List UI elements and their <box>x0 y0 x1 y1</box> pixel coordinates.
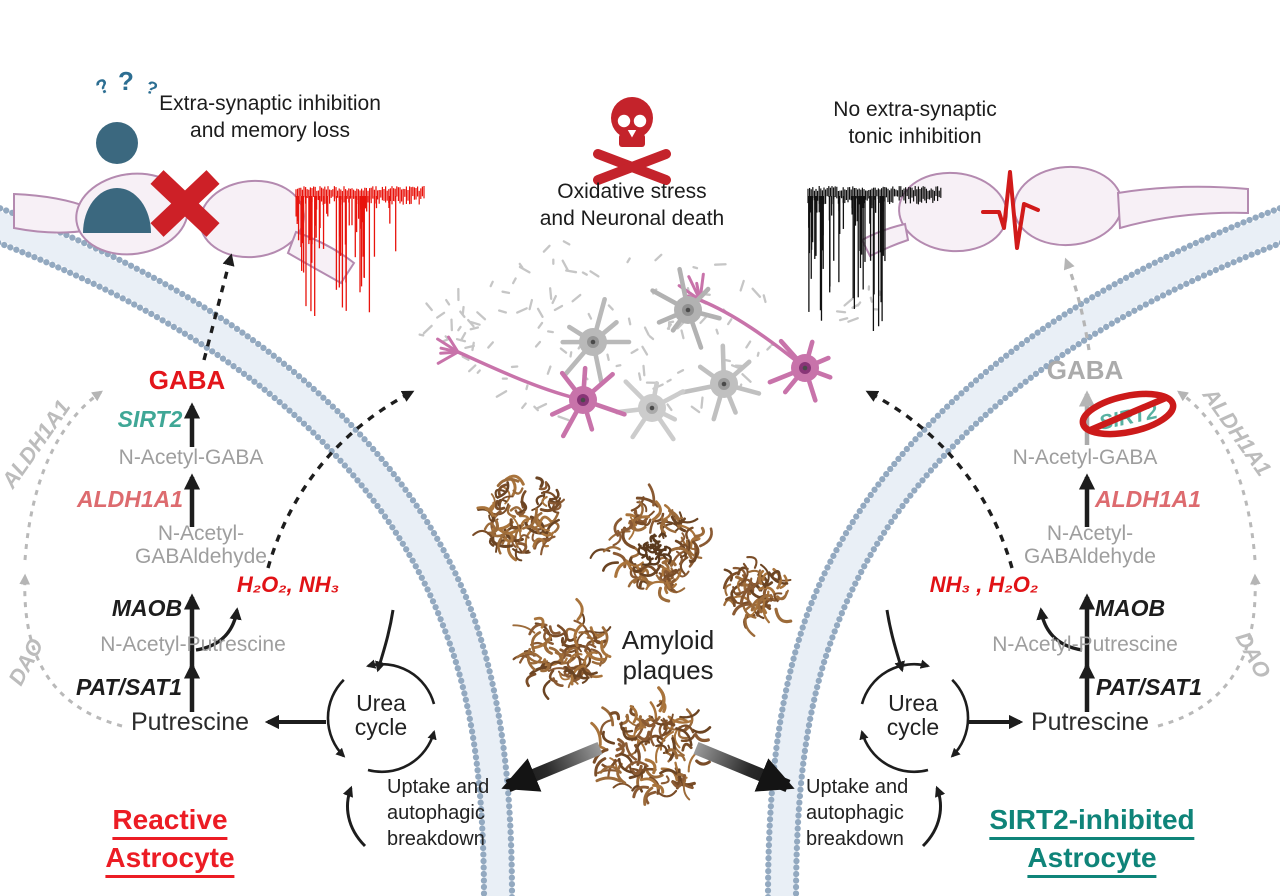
maob-label-left: MAOB <box>111 595 183 621</box>
plaque-uptake-arrows <box>501 741 795 793</box>
action-potential-icon <box>981 170 1040 250</box>
urea-cycle-left-line2: cycle <box>354 714 408 740</box>
n-acetyl-gabaldehyde-left-line1: N-Acetyl- <box>157 522 245 545</box>
sirt2-astrocyte-text1: SIRT2-inhibited <box>989 804 1195 841</box>
sirt2-inhibited-astrocyte-title-line1: SIRT2-inhibited <box>989 804 1195 841</box>
reactive-astrocyte-text2: Astrocyte <box>105 842 235 879</box>
uptake-left-line1: Uptake and <box>387 776 490 798</box>
reactive-astrocyte-title-line2: Astrocyte <box>105 842 235 879</box>
n-acetyl-gabaldehyde-right-line1: N-Acetyl- <box>1046 522 1134 545</box>
pathway-arrows <box>183 390 1096 848</box>
gaba-to-synapse-arrow <box>202 253 235 361</box>
maob-label-right: MAOB <box>1094 595 1166 621</box>
oxidative-caption-line1: Oxidative stress <box>557 180 707 203</box>
skull-crossbones-icon <box>593 97 671 185</box>
aldh1a1-label-right: ALDH1A1 <box>1094 486 1202 512</box>
gaba-label-right: GABA <box>1046 355 1124 385</box>
pat-sat1-label-left: PAT/SAT1 <box>75 674 183 700</box>
uptake-left-line2: autophagic <box>387 802 485 824</box>
n-acetyl-putrescine-left: N-Acetyl-Putrescine <box>100 633 286 656</box>
uptake-right-line2: autophagic <box>806 802 904 824</box>
n-acetyl-gabaldehyde-right-line2: GABAldehyde <box>1024 545 1156 568</box>
neuron-cluster <box>436 266 833 442</box>
sirt2-label-left: SIRT2 <box>117 406 183 432</box>
n-acetyl-gabaldehyde-left-line2: GABAldehyde <box>135 545 267 568</box>
gaba-to-synapse-arrow-gray <box>1063 257 1091 351</box>
uptake-left-line3: breakdown <box>387 828 485 850</box>
sirt2-inhibited-astrocyte-title-line2: Astrocyte <box>1027 842 1157 879</box>
memory-caption-line1: Extra-synaptic inhibition <box>159 92 381 115</box>
putrescine-left: Putrescine <box>130 708 250 736</box>
amyloid-plaques-illustration <box>472 474 793 806</box>
byproducts-right: NH₃ , H₂O₂ <box>929 572 1039 597</box>
uptake-right-line3: breakdown <box>806 828 904 850</box>
toxins-to-neurons-arrow-left <box>266 390 415 569</box>
putrescine-right: Putrescine <box>1030 708 1150 736</box>
question-mark-icon: ? <box>118 66 134 96</box>
pat-sat1-label-right: PAT/SAT1 <box>1095 674 1203 700</box>
uptake-right-line1: Uptake and <box>806 776 909 798</box>
person-icon <box>83 122 151 233</box>
reactive-astrocyte-title-line1: Reactive <box>112 804 228 841</box>
amyloid-label-line2: plaques <box>622 655 714 685</box>
urea-cycle-right-line2: cycle <box>886 714 940 740</box>
n-acetyl-gaba-left: N-Acetyl-GABA <box>118 446 264 469</box>
toxins-to-neurons-arrow-right <box>865 390 1014 569</box>
tonic-caption-line1: No extra-synaptic <box>833 98 997 121</box>
amyloid-label-line1: Amyloid <box>621 625 715 655</box>
byproducts-left: H₂O₂, NH₃ <box>236 572 340 597</box>
tonic-caption-line2: tonic inhibition <box>848 125 982 148</box>
sirt2-astrocyte-text2: Astrocyte <box>1027 842 1157 879</box>
memory-caption-line2: and memory loss <box>190 119 350 142</box>
dashed-arrows <box>19 253 1261 728</box>
right-synapse-active <box>860 165 1249 258</box>
n-acetyl-putrescine-right: N-Acetyl-Putrescine <box>992 633 1178 656</box>
n-acetyl-gaba-right: N-Acetyl-GABA <box>1012 446 1158 469</box>
bypass-dao-curve-left <box>19 573 123 728</box>
urea-cycle-arrows <box>326 659 970 774</box>
urea-cycle-right-line1: Urea <box>888 690 938 716</box>
electrophysiology-traces <box>295 186 942 332</box>
gaba-label-left: GABA <box>148 365 226 395</box>
oxidative-caption-line2: and Neuronal death <box>539 207 725 230</box>
bypass-dao-curve-right <box>1157 573 1261 728</box>
reactive-astrocyte-text1: Reactive <box>112 804 228 841</box>
aldh1a1-label-left: ALDH1A1 <box>76 486 184 512</box>
prohibition-icon <box>1079 390 1177 438</box>
urea-cycle-left-line1: Urea <box>356 690 406 716</box>
neuron-debris <box>418 240 881 422</box>
blocked-x-icon <box>150 170 220 237</box>
